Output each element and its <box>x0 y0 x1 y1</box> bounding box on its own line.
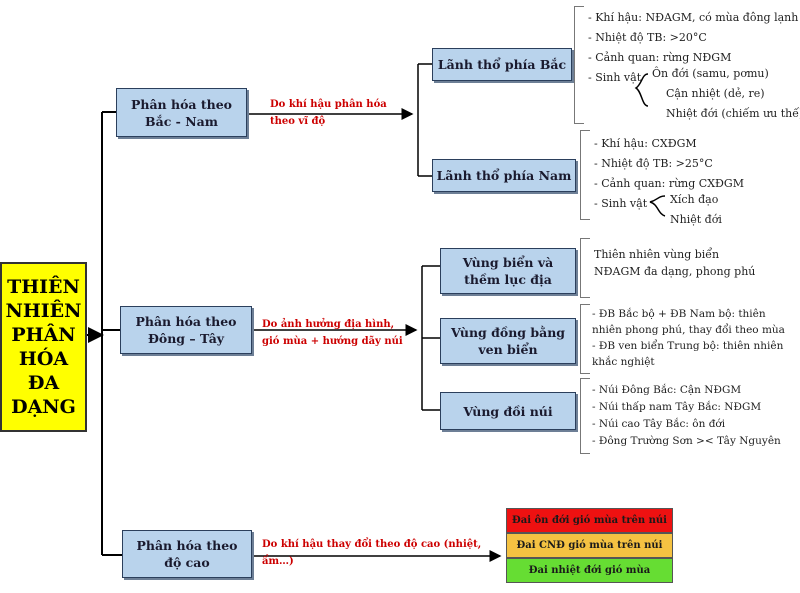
region-hills: Vùng đồi núi <box>440 392 576 430</box>
biota-north: Ôn đới (samu, pơmu) Cận nhiệt (dẻ, re) N… <box>652 67 800 120</box>
biota-bracket-south <box>649 195 666 217</box>
bracket-plains <box>580 304 590 374</box>
branch-north-south: Phân hóa theo Bắc - Nam <box>116 88 247 137</box>
region-north: Lãnh thổ phía Bắc <box>432 48 572 81</box>
region-coastal-plains: Vùng đồng bằng ven biển <box>440 318 576 364</box>
biota-bracket-north <box>634 73 649 107</box>
zone-subtropical: Đai CNĐ gió mùa trên núi <box>506 533 673 558</box>
branch-east-west: Phân hóa theo Đông – Tây <box>120 306 252 354</box>
main-topic-label: THIÊN NHIÊN PHÂN HÓA ĐA DẠNG <box>5 276 82 418</box>
notes-plains: - ĐB Bắc bộ + ĐB Nam bộ: thiên nhiên pho… <box>592 308 785 368</box>
biota-south: Xích đạo Nhiệt đới <box>670 193 722 226</box>
cause-east-west: Do ảnh hưởng địa hình, gió mùa + hướng d… <box>262 319 403 347</box>
notes-north: - Khí hậu: NĐAGM, có mùa đông lạnh - Nhi… <box>588 11 799 84</box>
bracket-north <box>574 6 584 124</box>
region-sea: Vùng biển và thềm lục địa <box>440 248 576 294</box>
notes-hills: - Núi Đông Bắc: Cận NĐGM - Núi thấp nam … <box>592 384 781 447</box>
cause-altitude: Do khí hậu thay đổi theo độ cao (nhiệt, … <box>262 539 482 567</box>
zone-temperate: Đai ôn đới gió mùa trên núi <box>506 508 673 533</box>
notes-south: - Khí hậu: CXĐGM - Nhiệt độ TB: >25°C - … <box>594 137 744 210</box>
branch-altitude: Phân hóa theo độ cao <box>122 530 252 578</box>
bracket-hills <box>580 378 590 454</box>
region-south: Lãnh thổ phía Nam <box>432 159 576 192</box>
main-topic-box: THIÊN NHIÊN PHÂN HÓA ĐA DẠNG <box>0 262 87 432</box>
notes-sea: Thiên nhiên vùng biển NĐAGM đa dạng, pho… <box>594 248 756 278</box>
bracket-south <box>580 130 590 220</box>
cause-north-south: Do khí hậu phân hóa theo vĩ độ <box>270 99 387 127</box>
bracket-sea <box>580 238 590 298</box>
zone-tropical: Đai nhiệt đới gió mùa <box>506 558 673 583</box>
